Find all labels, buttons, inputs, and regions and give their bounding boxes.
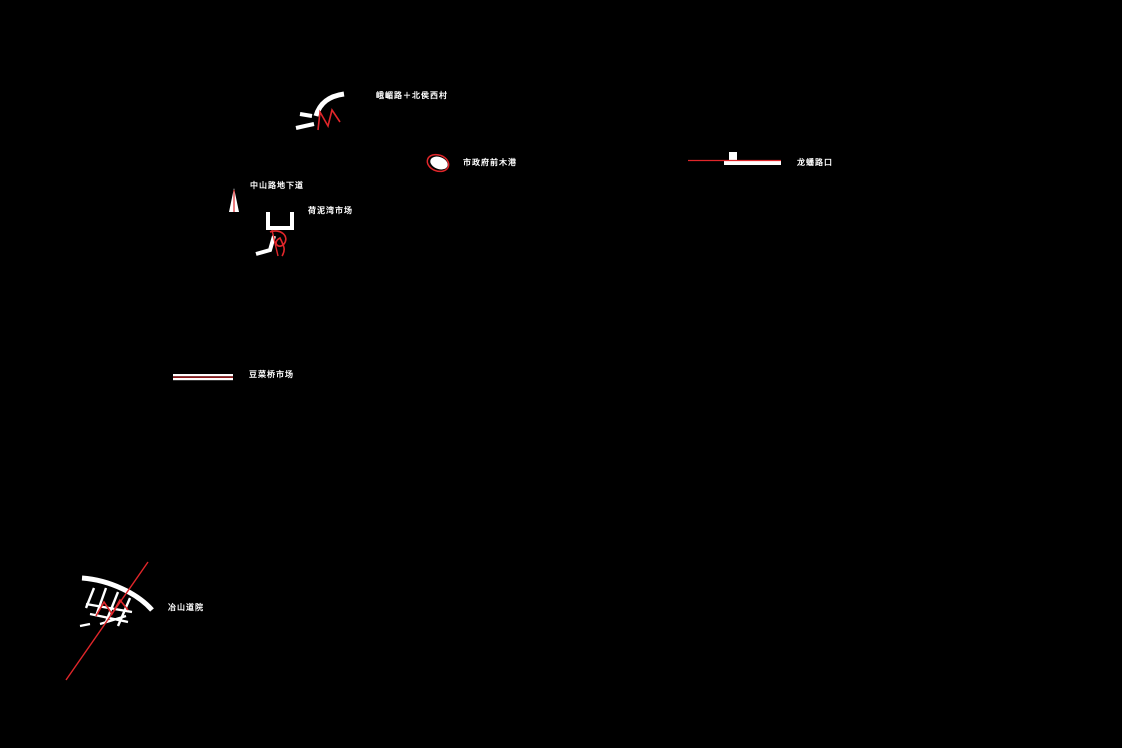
block-line-icon bbox=[688, 152, 781, 165]
curved-zigzag-icon bbox=[295, 91, 345, 131]
site-label-longmu: 龙蟠路口 bbox=[797, 157, 833, 167]
double-line-icon bbox=[173, 374, 233, 381]
site-label-doucai: 豆菜桥市场 bbox=[249, 369, 294, 379]
grid-arc-icon bbox=[65, 561, 154, 681]
bracket-loop-icon bbox=[255, 212, 294, 257]
site-label-shizhengfu: 市政府前木港 bbox=[463, 157, 517, 167]
site-label-emei: 峨嵋路＋北侯西村 bbox=[376, 90, 448, 100]
site-label-hexi: 荷泥湾市场 bbox=[308, 205, 353, 215]
site-label-yeshan: 冶山道院 bbox=[168, 602, 204, 612]
site-label-zhongshan: 中山路地下道 bbox=[250, 180, 304, 190]
arrow-spike-icon bbox=[229, 188, 239, 212]
ellipse-orbit-icon bbox=[426, 153, 450, 173]
